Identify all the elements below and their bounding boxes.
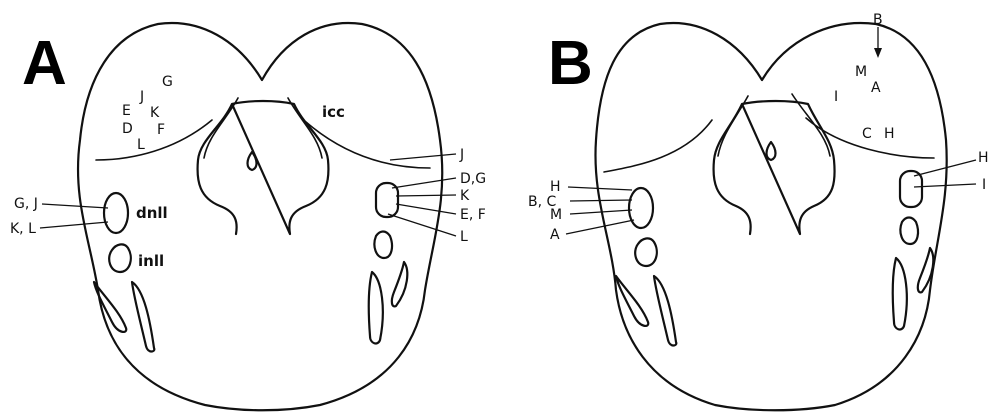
panel-b-aqueduct	[767, 142, 776, 160]
panel-b-point-c: C	[862, 126, 872, 142]
panel-a-right-vnll-inner	[392, 262, 407, 306]
panel-a-right-label-dg: D,G	[460, 171, 486, 187]
panel-a-right-label-l: L	[460, 229, 468, 245]
panel-a-leader-k	[396, 195, 456, 196]
panel-a-point-l: L	[137, 137, 145, 153]
panel-a-label-dnll: dnll	[136, 204, 168, 222]
panel-b-right-label-h: H	[978, 150, 989, 166]
panel-b-top-label: B	[873, 12, 883, 28]
panel-a-left-inll	[109, 244, 131, 272]
panel-b-right-dnll	[900, 171, 922, 207]
panel-b-left-inll	[635, 238, 657, 266]
panel-b-leader-right-h	[914, 160, 976, 176]
panel-a-left-vnll-inner	[132, 282, 154, 352]
panel-b: B B M A I C H H B, C	[528, 12, 989, 410]
panel-a-point-e: E	[122, 103, 131, 119]
panel-b-leader-a	[566, 220, 634, 234]
panel-a-left-dnll	[104, 193, 128, 233]
panel-b-letter: B	[548, 29, 593, 98]
panel-b-right-inll	[900, 218, 918, 245]
panel-b-leader-bc	[570, 200, 632, 201]
panel-a-label-inll: inll	[138, 252, 164, 270]
panel-b-right-vnll-outer	[893, 258, 907, 329]
panel-a-right-label-ef: E, F	[460, 207, 486, 223]
panel-a-right-vnll-outer	[369, 272, 383, 343]
panel-b-left-label-h: H	[550, 179, 561, 195]
panel-a-left-label-kl: K, L	[10, 221, 36, 237]
panel-b-left-label-m: M	[550, 207, 562, 223]
panel-a: A G J E K D F L icc dnll inll	[10, 23, 486, 410]
panel-a-left-vnll-outer	[94, 282, 126, 332]
panel-a-leader-dg	[392, 178, 456, 188]
panel-b-point-a: A	[871, 80, 881, 96]
panel-b-point-h: H	[884, 126, 895, 142]
panel-b-point-i: I	[834, 89, 838, 105]
panel-a-leader-kl	[40, 222, 108, 228]
panel-b-left-vnll-inner	[654, 276, 676, 346]
panel-b-central-inner-right	[792, 94, 830, 156]
panel-a-point-f: F	[157, 122, 165, 138]
panel-a-right-label-j: J	[459, 147, 464, 163]
panel-a-central-inner-left	[204, 98, 238, 158]
panel-a-central-inner-right	[288, 98, 322, 158]
panel-b-left-vnll-outer	[616, 276, 648, 326]
panel-a-point-d: D	[122, 121, 133, 137]
panel-b-left-divider	[604, 120, 712, 172]
panel-b-point-m: M	[855, 64, 867, 80]
panel-a-central-body	[198, 101, 329, 234]
panel-a-leader-l	[388, 214, 456, 236]
panel-b-leader-h	[568, 187, 632, 190]
panel-a-left-divider	[96, 120, 212, 160]
panel-b-central-inner-left	[718, 96, 748, 156]
panel-a-right-inll	[374, 232, 392, 259]
panel-a-leader-ef	[396, 204, 456, 214]
panel-b-left-dnll	[629, 188, 653, 228]
panel-a-right-divider	[306, 122, 430, 168]
panel-a-leader-gj	[42, 204, 108, 208]
panel-a-point-g: G	[162, 74, 173, 90]
panel-a-point-k: K	[150, 105, 160, 121]
panel-a-letter: A	[22, 29, 67, 98]
panel-b-outline	[595, 23, 946, 410]
panel-a-point-j: J	[139, 89, 144, 105]
panel-a-left-label-gj: G, J	[14, 196, 38, 212]
panel-a-label-icc: icc	[322, 103, 345, 121]
panel-b-central-body	[714, 101, 835, 234]
panel-a-leader-j	[390, 154, 456, 160]
panel-a-right-label-k: K	[460, 188, 470, 204]
panel-b-top-arrow-head	[874, 48, 882, 58]
panel-b-left-label-a: A	[550, 227, 560, 243]
panel-b-right-label-i: I	[982, 177, 986, 193]
